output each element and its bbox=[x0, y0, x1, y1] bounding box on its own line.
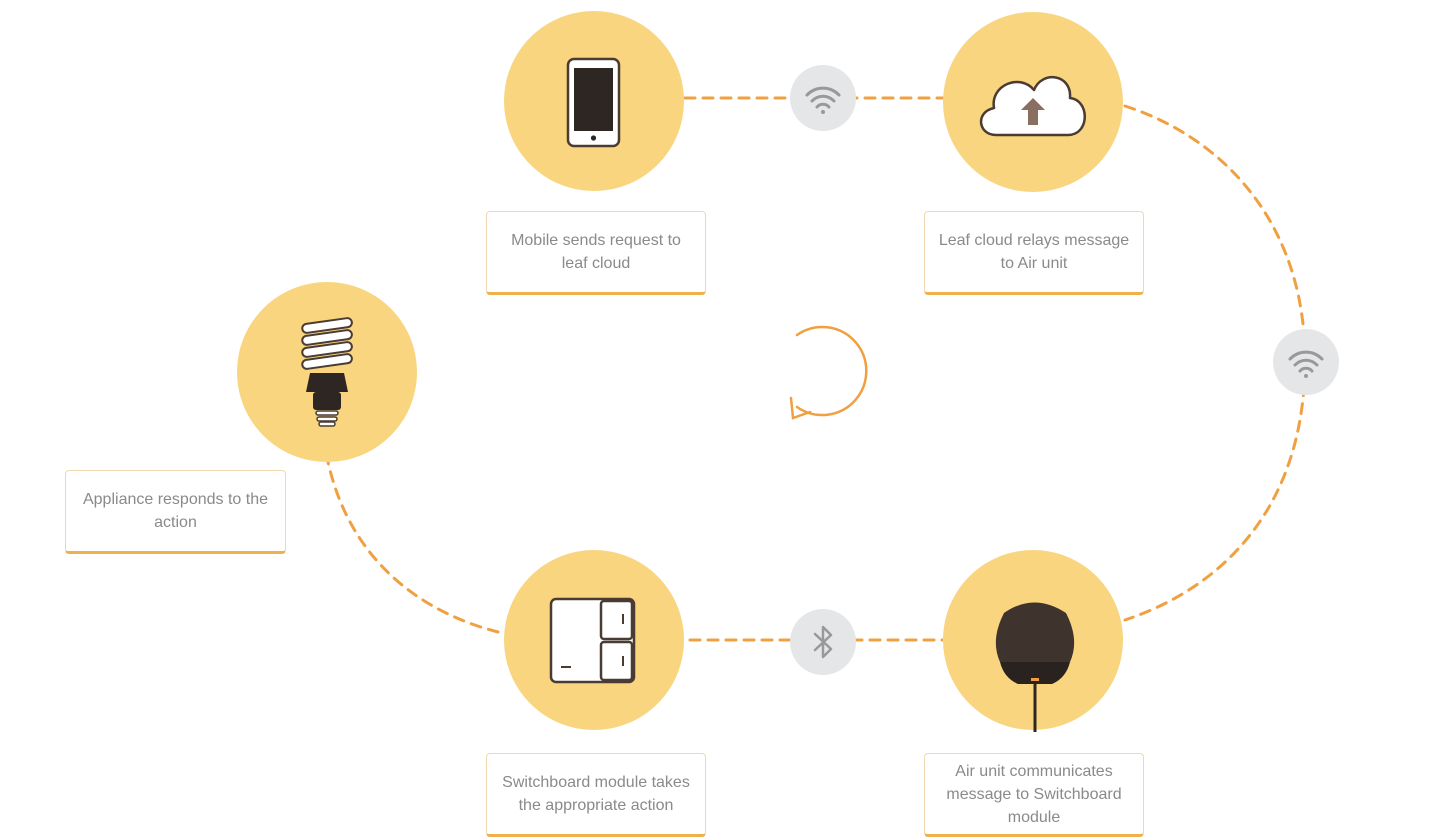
node-mobile bbox=[504, 11, 684, 191]
caption-air-unit: Air unit communicates message to Switchb… bbox=[924, 753, 1144, 837]
wifi-icon bbox=[1288, 350, 1324, 378]
wifi-icon bbox=[805, 86, 841, 114]
node-cloud bbox=[943, 12, 1123, 192]
connectors bbox=[326, 96, 1307, 642]
light-bulb-icon bbox=[301, 317, 353, 427]
switchboard-module-icon bbox=[549, 597, 636, 684]
caption-cloud: Leaf cloud relays message to Air unit bbox=[924, 211, 1144, 295]
bluetooth-badge bbox=[790, 609, 856, 675]
node-air-unit bbox=[943, 550, 1123, 732]
node-switchboard bbox=[504, 550, 684, 730]
caption-appliance: Appliance responds to the action bbox=[65, 470, 286, 554]
air-unit-device-icon bbox=[995, 602, 1075, 732]
mobile-phone-icon bbox=[566, 57, 621, 148]
cloud-upload-icon bbox=[979, 75, 1086, 137]
caption-switchboard: Switchboard module takes the appropriate… bbox=[486, 753, 706, 837]
cycle-arrow-icon bbox=[789, 325, 868, 420]
bluetooth-icon bbox=[813, 625, 833, 659]
caption-mobile: Mobile sends request to leaf cloud bbox=[486, 211, 706, 295]
connector-switchboard-appliance bbox=[326, 460, 500, 634]
node-appliance bbox=[237, 282, 417, 462]
wifi-badge-right bbox=[1273, 329, 1339, 395]
wifi-badge-top bbox=[790, 65, 856, 131]
